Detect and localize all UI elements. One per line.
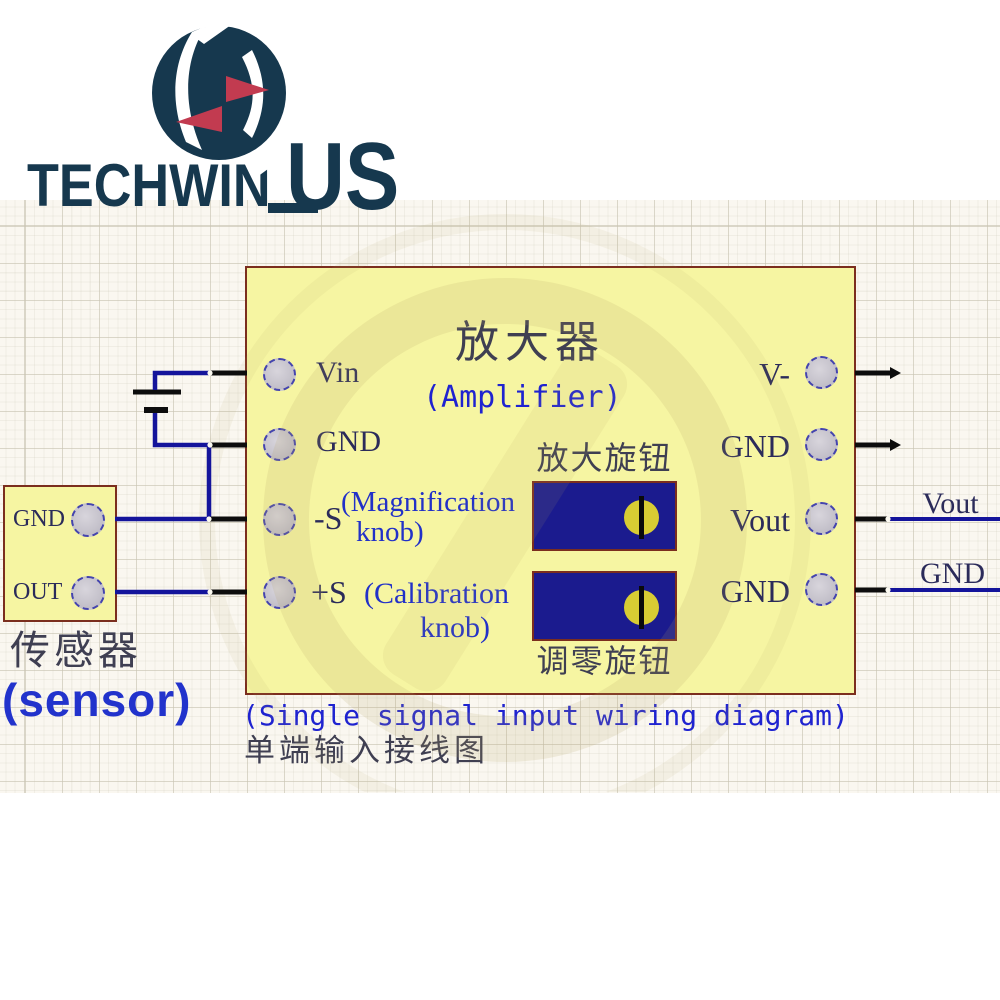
pin-v-minus-pad: [805, 356, 838, 389]
gnd-net-label: GND: [920, 557, 985, 590]
zero-knob-slot-icon: [639, 586, 644, 629]
pin-gnd-right2-pad: [805, 573, 838, 606]
pin-gnd-left-label: GND: [316, 425, 381, 458]
plus-s-note-line1: (Calibration: [364, 577, 509, 610]
brand-underscore: [268, 203, 318, 213]
pin-vout-label: Vout: [730, 502, 790, 538]
pin-plus-s-pad: [263, 576, 296, 609]
zero-potentiometer: [532, 571, 677, 641]
zero-knob-icon: [624, 586, 659, 629]
pin-vin-label: Vin: [316, 356, 360, 389]
sensor-label-en: (sensor): [2, 674, 192, 726]
pin-gnd-right1-label: GND: [720, 428, 790, 464]
pin-v-minus-label: V-: [759, 356, 790, 392]
sensor-pin-gnd-pad: [71, 503, 105, 537]
sensor-pin-gnd-label: GND: [13, 506, 65, 532]
brand-text-suffix: US: [286, 123, 400, 230]
gain-knob-label: 放大旋钮: [536, 440, 673, 476]
gain-potentiometer: [532, 481, 677, 551]
pin-minus-s-label: -S: [314, 500, 343, 536]
caption-chinese: 单端输入接线图: [244, 733, 489, 768]
gain-knob-slot-icon: [639, 496, 644, 539]
amplifier-title-cn: 放大器: [455, 318, 605, 367]
pin-minus-s-pad: [263, 503, 296, 536]
sensor-pin-out-pad: [71, 576, 105, 610]
sensor-pin-out-label: OUT: [13, 579, 63, 605]
zero-knob-label: 调零旋钮: [536, 643, 673, 679]
amplifier-title-en: (Amplifier): [423, 380, 622, 415]
pin-vin-pad: [263, 358, 296, 391]
pin-gnd-right2-label: GND: [720, 573, 790, 609]
caption-english: (Single signal input wiring diagram): [242, 699, 849, 732]
minus-s-note-line2: knob): [356, 516, 424, 548]
plus-s-note-line2: knob): [420, 611, 490, 644]
gain-knob-icon: [624, 496, 659, 539]
pin-gnd-right1-pad: [805, 428, 838, 461]
minus-s-note-line1: (Magnification: [341, 486, 515, 518]
sensor-label-cn: 传感器: [10, 628, 142, 673]
vout-net-label: Vout: [922, 487, 979, 520]
pin-gnd-left-pad: [263, 428, 296, 461]
brand-text-main: TECHWIN: [27, 152, 271, 219]
pin-plus-s-label: +S: [311, 574, 347, 610]
pin-vout-pad: [805, 502, 838, 535]
